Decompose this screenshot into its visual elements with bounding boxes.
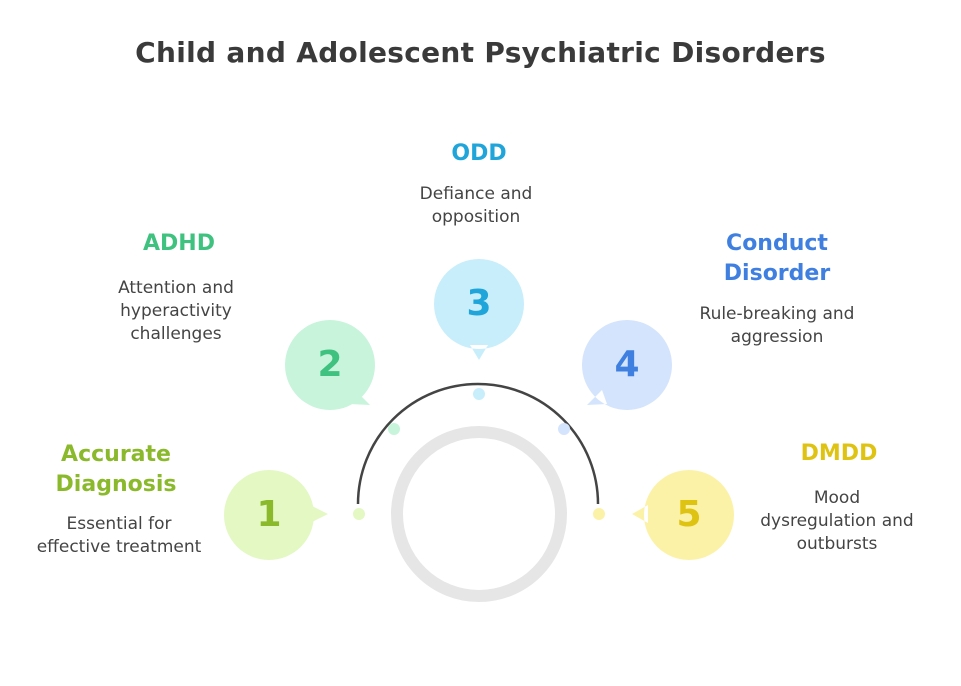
item-title-5: DMDD [800,441,878,466]
connector-arc [356,382,600,505]
bubble-number-2: 2 [317,344,343,385]
item-title-2: ADHD [143,231,215,256]
arc-node-1 [353,508,365,520]
bubble-1 [224,470,328,560]
bubble-4 [582,320,672,410]
item-title-1: Accurate Diagnosis [55,442,177,497]
bubble-number-5: 5 [676,494,702,535]
item-description-4: Rule-breaking and aggression [699,304,855,347]
bubble-2 [285,320,375,410]
page-title: Child and Adolescent Psychiatric Disorde… [135,36,826,69]
center-ring [391,426,567,602]
bubble-5 [632,470,734,560]
item-description-5: Mood dysregulation and outbursts [760,488,914,554]
bubble-3 [434,259,524,360]
bubble-number-3: 3 [466,283,492,324]
arc-node-2 [388,423,400,435]
arc-node-4 [558,423,570,435]
item-title-4: Conduct Disorder [723,231,831,286]
arc-node-5 [593,508,605,520]
arc-node-3 [473,388,485,400]
item-description-1: Essential for effective treatment [36,514,202,557]
item-description-2: Attention and hyperactivity challenges [118,278,234,344]
bubble-number-1: 1 [256,494,282,535]
item-description-3: Defiance and opposition [419,184,533,227]
item-title-3: ODD [451,141,507,166]
bubble-number-4: 4 [614,344,640,385]
